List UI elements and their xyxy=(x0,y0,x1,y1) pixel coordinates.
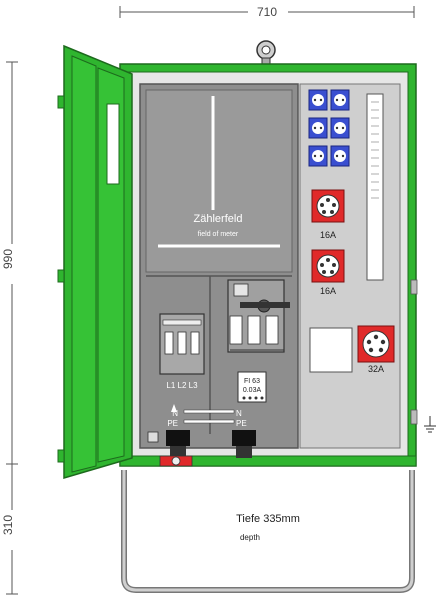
door-hinge-top xyxy=(57,95,65,109)
cee-16a-top-label: 16A xyxy=(320,230,336,240)
lifting-eye xyxy=(256,40,276,65)
meter-field-subtitle: field of meter xyxy=(198,231,239,238)
cable-glands xyxy=(147,430,256,467)
main-switch: L1 L2 L3 xyxy=(159,313,205,390)
door-hinge-middle xyxy=(57,269,65,283)
cee-16a-socket-top: 16A xyxy=(311,189,345,240)
rcd-sensitivity: 0.03A xyxy=(243,387,262,394)
stand-frame: Tiefe 335mm depth xyxy=(121,470,415,593)
schuko-socket-1 xyxy=(308,89,328,111)
width-label: 710 xyxy=(257,5,277,19)
cee-32a-label: 32A xyxy=(368,364,384,374)
breaker-strip xyxy=(366,93,384,281)
busbar-n-right: N xyxy=(236,409,242,418)
blank-cover-plate xyxy=(309,327,353,373)
rcd-device: FI 63 0.03A xyxy=(237,371,267,403)
busbar-n-left: N xyxy=(172,409,178,418)
cabinet-door xyxy=(57,44,133,480)
door-hinge-bottom xyxy=(57,449,65,463)
earth-symbol-icon xyxy=(424,416,436,433)
schuko-socket-5 xyxy=(308,145,328,167)
stand-height-label: 310 xyxy=(1,515,15,535)
busbar-pe-right: PE xyxy=(236,419,247,428)
cabinet-height-label: 990 xyxy=(1,249,15,269)
side-fittings xyxy=(410,279,436,433)
depth-label: Tiefe 335mm xyxy=(236,513,300,525)
busbar-pe-left: PE xyxy=(167,419,178,428)
schuko-socket-2 xyxy=(330,89,350,111)
cee-16a-bottom-label: 16A xyxy=(320,286,336,296)
schuko-socket-4 xyxy=(330,117,350,139)
schuko-sockets xyxy=(308,89,350,167)
meter-panel: Zählerfeld field of meter xyxy=(139,83,299,449)
cee-16a-socket-bottom: 16A xyxy=(311,249,345,296)
schuko-socket-3 xyxy=(308,117,328,139)
meter-field-title: Zählerfeld xyxy=(194,213,243,225)
height-dimension: 990 310 xyxy=(1,61,20,595)
breaker-block xyxy=(227,279,290,353)
cee-32a-socket: 32A xyxy=(357,325,395,374)
phase-labels: L1 L2 L3 xyxy=(166,381,198,390)
door-document-holder xyxy=(106,103,120,185)
rcd-rating: FI 63 xyxy=(244,378,260,385)
schuko-socket-6 xyxy=(330,145,350,167)
depth-sublabel: depth xyxy=(240,533,260,542)
width-dimension: 710 xyxy=(119,4,415,19)
busbar-terminals: N PE N PE xyxy=(167,404,247,428)
